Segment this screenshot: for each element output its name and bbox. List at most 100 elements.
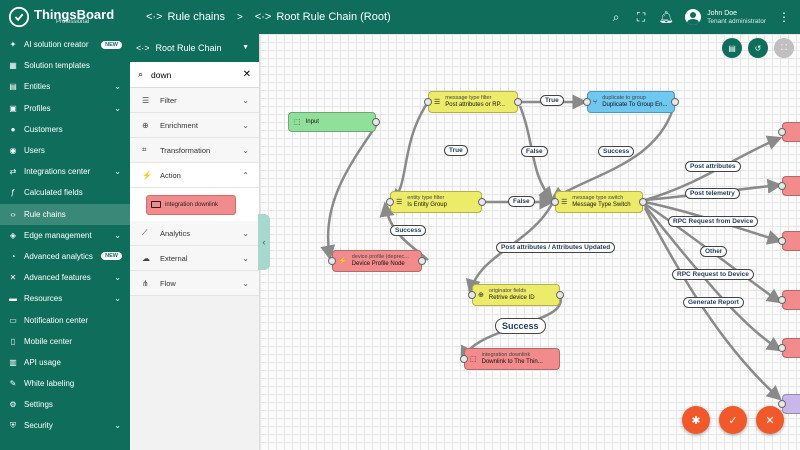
input-port[interactable] (583, 98, 591, 106)
input-port[interactable] (778, 296, 786, 304)
sidebar-item-solution-templates[interactable]: ▦Solution templates (0, 55, 130, 76)
flow-icon: ⋔ (142, 278, 149, 288)
output-port[interactable] (372, 118, 380, 126)
search-icon[interactable]: ⌕ (612, 9, 620, 24)
sidebar-item-resources[interactable]: ▬Resources⌄ (0, 288, 130, 309)
sidebar-item-advanced-features[interactable]: ✕Advanced features⌄ (0, 267, 130, 288)
breadcrumb-rule-chains[interactable]: <·> Rule chains (146, 11, 225, 23)
category-analytics[interactable]: ⟋Analytics⌄ (130, 221, 259, 246)
output-port[interactable] (478, 198, 486, 206)
output-port[interactable] (418, 257, 426, 265)
link-label-true[interactable]: True (540, 95, 564, 106)
sidebar-item-security[interactable]: ⛨Security⌄ (0, 415, 130, 436)
link-label-success[interactable]: Success (598, 146, 635, 157)
collapse-library-button[interactable]: ‹ (258, 214, 270, 270)
chevron-up-icon: ⌃ (242, 170, 249, 180)
category-action[interactable]: ⚡Action⌃ (130, 163, 259, 188)
input-port[interactable] (328, 257, 336, 265)
sidebar-item-notification-center[interactable]: ▭Notification center (0, 309, 130, 330)
input-port[interactable] (468, 291, 476, 299)
input-port[interactable] (778, 237, 786, 245)
input-port[interactable] (778, 128, 786, 136)
category-external[interactable]: ☁External⌄ (130, 246, 259, 271)
output-port[interactable] (639, 198, 647, 206)
fullscreen-button[interactable]: ⛶ (774, 38, 794, 58)
sidebar-item-profiles[interactable]: ▣Profiles⌄ (0, 98, 130, 119)
fullscreen-icon[interactable]: ⛶ (636, 9, 646, 24)
node-save-attributes[interactable] (778, 122, 800, 142)
input-port[interactable] (778, 182, 786, 190)
link-label-success[interactable]: Success (495, 318, 546, 334)
link-label-other[interactable]: Other (700, 246, 728, 257)
link-label-post-attributes-updated[interactable]: Post attributes / Attributes Updated (496, 242, 616, 253)
link-label-rpc-from-device[interactable]: RPC Request from Device (668, 216, 759, 227)
link-label-post-telemetry[interactable]: Post telemetry (685, 188, 740, 199)
node-save-timeseries[interactable] (778, 176, 800, 196)
input-port[interactable] (460, 355, 468, 363)
link-label-post-attributes[interactable]: Post attributes (685, 161, 741, 172)
output-port[interactable] (556, 291, 564, 299)
sidebar-item-settings[interactable]: ⚙Settings (0, 394, 130, 415)
node-log-rpc-from-device[interactable] (778, 231, 800, 251)
version-history-button[interactable]: ↺ (748, 38, 768, 58)
node-search-input[interactable]: down (151, 69, 172, 80)
category-filter[interactable]: ☰Filter⌄ (130, 88, 259, 113)
node-log-other[interactable] (778, 290, 800, 310)
link-label-success[interactable]: Success (390, 225, 427, 236)
sidebar-item-edge-management[interactable]: ◈Edge management⌄ (0, 225, 130, 246)
output-port[interactable] (671, 98, 679, 106)
sidebar-item-api-usage[interactable]: ▥API usage (0, 352, 130, 373)
link-label-false[interactable]: False (521, 146, 548, 157)
input-port[interactable] (778, 344, 786, 352)
clear-search-icon[interactable]: ✕ (242, 69, 251, 80)
brand-logo[interactable]: ThingsBoard Professional (0, 0, 130, 34)
decline-changes-button[interactable]: ✕ (756, 406, 784, 434)
input-port[interactable] (551, 198, 559, 206)
sidebar-item-white-labeling[interactable]: ✎White labeling (0, 373, 130, 394)
apply-changes-button[interactable]: ✓ (719, 406, 747, 434)
enrichment-icon: ⊕ (142, 120, 149, 130)
node-input[interactable]: ⬚ Input (288, 112, 380, 132)
link-label-rpc-to-device[interactable]: RPC Request to Device (672, 269, 754, 280)
link-label-true[interactable]: True (444, 145, 468, 156)
sidebar-item-integrations-center[interactable]: ⇄Integrations center⌄ (0, 161, 130, 182)
rule-chain-selector[interactable]: <·> Root Rule Chain ▼ (130, 34, 259, 62)
action-node-list: integration downlink (130, 188, 259, 221)
link-label-generate-report[interactable]: Generate Report (683, 297, 744, 308)
rule-chain-icon: ‹› (10, 209, 16, 219)
sidebar-item-customers[interactable]: ●Customers (0, 119, 130, 140)
sidebar-item-users[interactable]: ◉Users (0, 140, 130, 161)
sidebar-item-rule-chains[interactable]: ‹›Rule chains (0, 203, 130, 225)
node-generate-report[interactable] (778, 394, 800, 414)
notifications-bell-icon[interactable]: 🔔︎ (658, 10, 674, 24)
sidebar-item-entities[interactable]: ▤Entities⌄ (0, 76, 130, 97)
output-port[interactable] (514, 98, 522, 106)
link-label-false[interactable]: False (508, 196, 535, 207)
category-enrichment[interactable]: ⊕Enrichment⌄ (130, 113, 259, 138)
sidebar-item-mobile-center[interactable]: ▯Mobile center (0, 331, 130, 352)
sidebar-item-label: Mobile center (24, 336, 73, 346)
node-device-profile[interactable]: ⚡ device profile (deprec...Device Profil… (328, 250, 426, 272)
input-port[interactable] (778, 400, 786, 408)
input-port[interactable] (386, 198, 394, 206)
library-node-integration-downlink[interactable]: integration downlink (146, 194, 236, 215)
node-rpc-call-request[interactable] (778, 338, 800, 358)
more-vert-icon[interactable]: ⋮ (778, 10, 790, 24)
category-transformation[interactable]: ⌗Transformation⌄ (130, 138, 259, 163)
debug-button[interactable]: ✱ (682, 406, 710, 434)
user-menu[interactable]: John Doe Tenant administrator (685, 9, 766, 25)
category-flow[interactable]: ⋔Flow⌄ (130, 271, 259, 296)
rule-chain-details-button[interactable]: ▤ (722, 38, 742, 58)
input-port[interactable] (424, 98, 432, 106)
node-type: entity type filter (407, 194, 445, 201)
